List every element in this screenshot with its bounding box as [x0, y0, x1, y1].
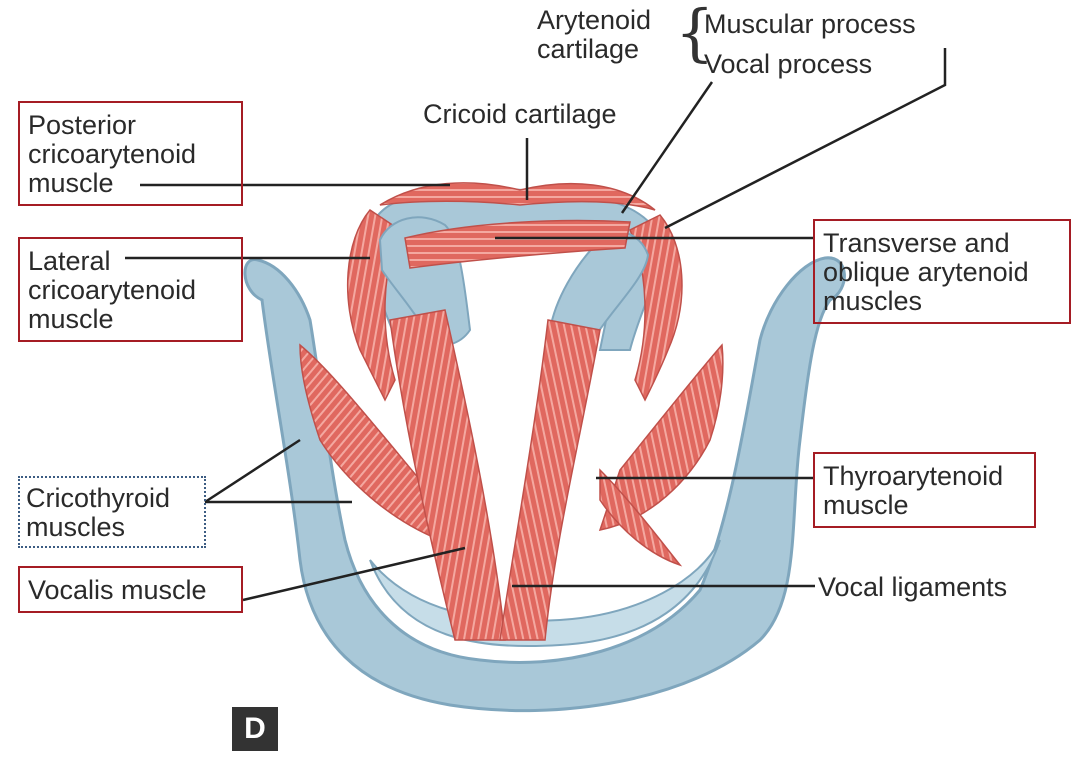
leader-lines: [125, 48, 947, 602]
cricothyroid-label: Cricothyroid muscles: [18, 476, 206, 548]
thyroid-cartilage: [243, 256, 846, 713]
cricothyroid-left: [299, 343, 442, 542]
thyroarytenoid-fan: [599, 468, 683, 567]
vocalis-right: [499, 319, 601, 641]
vocal-ligaments-label: Vocal ligaments: [818, 572, 1008, 602]
vocalis-label: Vocalis muscle: [18, 566, 243, 613]
arytenoid-label: Arytenoid cartilage: [537, 6, 651, 64]
posterior-cricoarytenoid-label: Posterior cricoarytenoid muscle: [18, 101, 243, 206]
lateral-cricoarytenoid-label: Lateral cricoarytenoid muscle: [18, 237, 243, 342]
thyroarytenoid-line-2: muscle: [823, 490, 909, 520]
thyroarytenoid-line-1: Thyroarytenoid: [823, 461, 1004, 491]
glottis: [478, 262, 540, 590]
transverse-oblique-arytenoid-label: Transverse and oblique arytenoid muscles: [813, 219, 1071, 324]
transverse-line-1: Transverse and: [823, 228, 1010, 258]
posterior-cricoarytenoid-top: [379, 182, 656, 211]
lateral-line-2: cricoarytenoid: [28, 275, 197, 305]
transverse-arytenoid-muscle: [404, 219, 631, 269]
transverse-line-3: muscles: [823, 286, 923, 316]
thyroarytenoid-label: Thyroarytenoid muscle: [813, 452, 1036, 528]
lateral-line-1: Lateral: [28, 246, 111, 276]
posterior-line-3: muscle: [28, 168, 114, 198]
cricothyroid-right: [598, 343, 724, 531]
panel-label: D: [232, 707, 278, 751]
transverse-line-2: oblique arytenoid: [823, 257, 1029, 287]
cricoid-label: Cricoid cartilage: [423, 99, 617, 129]
cricothyroid-line-1: Cricothyroid: [26, 483, 171, 513]
posterior-line-1: Posterior: [28, 110, 137, 140]
muscular-process-label: Muscular process: [704, 9, 916, 39]
arytenoid-line-2: cartilage: [537, 34, 640, 64]
brace-icon: {: [675, 0, 715, 69]
lateral-line-3: muscle: [28, 304, 114, 334]
vocal-process-label: Vocal process: [704, 49, 873, 79]
arytenoid-line-1: Arytenoid: [537, 5, 652, 35]
cricothyroid-line-2: muscles: [26, 512, 126, 542]
posterior-line-2: cricoarytenoid: [28, 139, 197, 169]
